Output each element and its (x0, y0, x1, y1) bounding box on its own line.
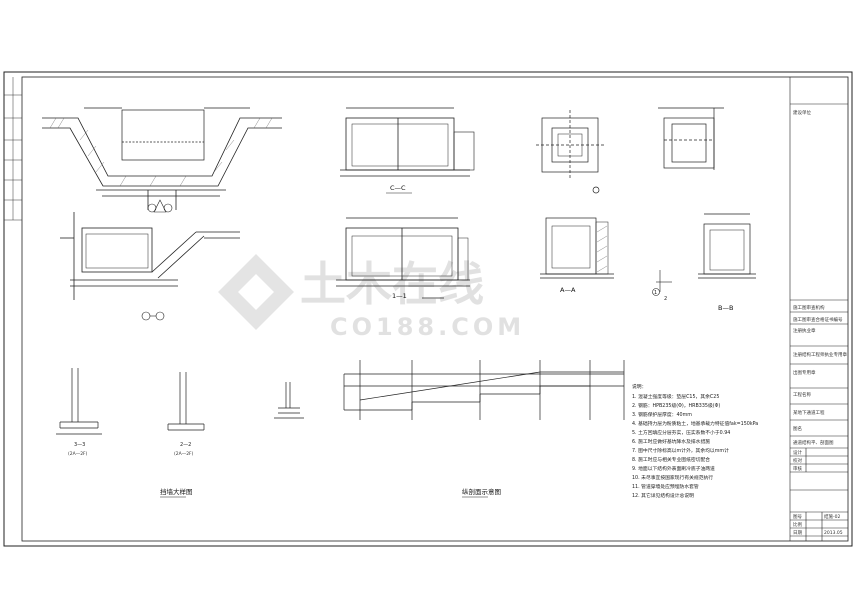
label-axis-left: (2A—2F) (68, 451, 88, 457)
tb-issue-seal: 出图专用章 (793, 369, 816, 376)
tb-approver: 审核 (793, 465, 802, 472)
tb-checker: 校对 (793, 457, 802, 464)
watermark-logo-icon (218, 254, 294, 330)
note-line: 10. 未尽事宜按国家现行有关规范执行 (632, 474, 713, 481)
title-longitudinal: 纵剖面示意图 (462, 487, 501, 496)
note-line: 1. 混凝土强度等级：垫层C15，其余C25 (632, 393, 719, 400)
tb-date: 2013.05 (824, 530, 843, 536)
label-a-a: A—A (560, 286, 576, 294)
title-retaining-wall: 挡墙大样图 (160, 487, 193, 496)
notes-heading: 说明： (632, 383, 646, 390)
note-line: 6. 施工时应做好基坑降水及排水措施 (632, 438, 710, 445)
label-1-1: 1—1 (392, 292, 407, 300)
watermark: 土木在线 CO188.COM (218, 254, 525, 341)
label-3-3: 3—3 (74, 442, 85, 448)
tb-owner: 建设单位 (793, 109, 811, 116)
label-detail-1: 1 (654, 290, 657, 296)
notes-block: 说明： 1. 混凝土强度等级：垫层C15，其余C25 2. 钢筋：HPB235级… (632, 383, 758, 499)
tb-drawing-label: 图名 (793, 425, 802, 432)
tb-practice-seal: 注册执业章 (793, 327, 816, 334)
tb-date-label: 日期 (793, 530, 802, 536)
note-line: 5. 土方回填应分层夯实，压实系数不小于0.94 (632, 429, 730, 436)
binding-strip (4, 77, 22, 221)
label-axis-mid: (2A—2F) (174, 451, 194, 457)
section-1-1 (336, 217, 470, 287)
hatch-a-a (596, 225, 608, 273)
tb-scale: 比例 (793, 521, 802, 528)
note-line: 11. 管道穿墙处应预埋防水套管 (632, 483, 699, 490)
tb-drawing-name: 通道结构平、剖面图 (793, 439, 834, 446)
watermark-url: CO188.COM (330, 313, 525, 341)
wall-detail-small (274, 382, 304, 419)
sheet-border-inner (21, 76, 849, 542)
longitudinal-profile (343, 360, 625, 420)
title-block (789, 77, 848, 541)
plan-small-a (536, 110, 604, 194)
section-b-b (698, 213, 756, 279)
tb-project-name: 某地下通道工程 (793, 409, 825, 416)
detail-marks (652, 270, 672, 296)
section-a-a (540, 217, 614, 279)
note-line: 9. 地面以下结构外表面刷冷底子油两道 (632, 465, 715, 472)
section-marker-top (147, 199, 173, 213)
tb-drawing-no: 结施-02 (824, 513, 840, 520)
tb-review-agency: 施工图审查机构 (793, 304, 825, 311)
section-marker-mid (141, 311, 165, 321)
note-line: 3. 钢筋保护层厚度：40mm (632, 411, 692, 418)
tb-engineer-seal: 注册结构工程师执业专用章 (793, 351, 847, 358)
label-2-2: 2—2 (180, 442, 191, 448)
tb-review-cert: 施工图审查合格证书编号 (793, 316, 843, 323)
watermark-brand: 土木在线 (300, 257, 484, 311)
label-detail-2: 2 (664, 296, 667, 302)
plan-small-b (658, 107, 724, 170)
note-line: 7. 图中尺寸除标高以m计外，其余均以mm计 (632, 447, 729, 454)
title-block-text: 建设单位 施工图审查机构 施工图审查合格证书编号 注册执业章 注册结构工程师执业… (793, 109, 847, 536)
note-line: 8. 施工时应与相关专业图纸密切配合 (632, 456, 710, 463)
sheet-border-outer (3, 71, 853, 547)
note-line: 4. 基础持力层为粉质粘土，地基承载力特征值fak=150kPa (632, 420, 758, 427)
tb-drawing-no-label: 图号 (793, 514, 802, 520)
note-line: 12. 其它详见结构设计总说明 (632, 492, 694, 499)
tb-designer: 设计 (793, 449, 802, 456)
section-mid-left (60, 212, 240, 300)
section-c-c (340, 107, 475, 177)
hatch-trapezoid-top (49, 117, 273, 187)
wall-detail-2-2 (167, 372, 205, 431)
note-line: 2. 钢筋：HPB235级(Φ)，HRB335级(Φ) (632, 402, 720, 409)
label-b-b: B—B (718, 304, 733, 312)
label-c-c: C—C (390, 184, 406, 192)
tb-project-label: 工程名称 (793, 391, 811, 398)
section-trapezoid-top (42, 107, 282, 210)
wall-detail-3-3 (56, 368, 102, 435)
